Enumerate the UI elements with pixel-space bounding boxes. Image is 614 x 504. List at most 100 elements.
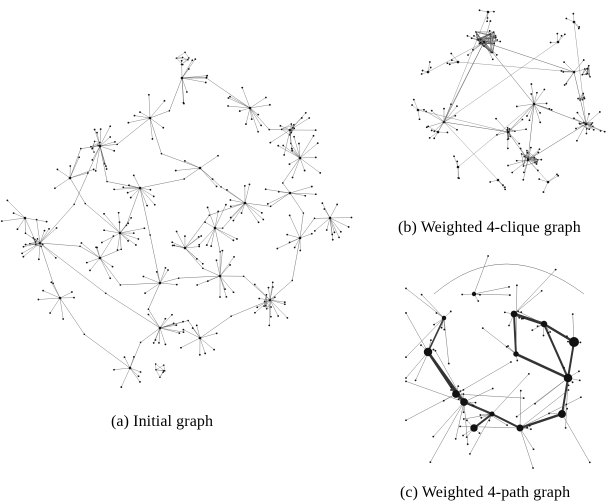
graph-node <box>288 134 291 136</box>
graph-edge <box>573 118 587 125</box>
graph-node <box>182 320 184 323</box>
graph-edge <box>585 123 605 132</box>
graph-edge <box>299 135 314 159</box>
graph-node <box>68 176 72 180</box>
graph-edge <box>17 217 26 230</box>
graph-edge <box>527 152 539 161</box>
graph-node <box>175 283 178 286</box>
graph-edge <box>39 204 75 244</box>
graph-node <box>578 379 581 382</box>
graph-node <box>491 51 494 54</box>
graph-node <box>586 67 589 70</box>
graph-node <box>137 375 140 378</box>
graph-edge <box>119 222 121 234</box>
graph-node <box>147 313 150 316</box>
graph-node <box>299 249 302 252</box>
graph-edge <box>229 96 251 109</box>
graph-node <box>89 269 91 272</box>
graph-edge <box>434 121 445 139</box>
graph-edge <box>270 129 291 143</box>
graph-edge <box>149 117 153 139</box>
graph-node <box>162 371 164 374</box>
graph-edge <box>231 299 271 317</box>
graph-edge <box>507 159 529 166</box>
graph-edge <box>249 107 252 120</box>
graph-edge <box>199 155 219 169</box>
graph-edge <box>515 352 569 380</box>
graph-edge <box>523 152 528 167</box>
graph-node <box>520 311 523 314</box>
graph-node <box>505 345 508 348</box>
graph-edge <box>547 174 558 183</box>
graph-edge <box>289 192 304 214</box>
weighted-4-clique-graph-diagram <box>398 2 608 194</box>
graph-node <box>478 42 481 45</box>
graph-edge <box>497 179 506 190</box>
graph-node <box>143 227 146 230</box>
graph-edge <box>463 388 493 403</box>
graph-node <box>167 269 169 271</box>
graph-node <box>450 59 453 62</box>
graph-node <box>80 147 82 150</box>
graph-node <box>549 331 552 333</box>
graph-node <box>456 160 459 163</box>
graph-node <box>146 204 149 207</box>
graph-node <box>69 165 72 167</box>
graph-node <box>162 126 165 129</box>
graph-edge <box>73 145 101 205</box>
graph-edge <box>23 242 41 257</box>
graph-edge <box>33 237 43 245</box>
graph-node <box>456 105 458 108</box>
graph-edge <box>206 227 216 246</box>
graph-edge <box>483 30 490 43</box>
graph-edge <box>426 111 445 123</box>
graph-edge <box>23 242 41 247</box>
graph-node <box>93 128 96 131</box>
graph-edge <box>37 238 43 245</box>
graph-node <box>302 212 305 214</box>
graph-edge <box>84 334 131 369</box>
graph-node <box>494 35 497 37</box>
graph-edge <box>134 115 151 119</box>
graph-edge <box>586 65 589 75</box>
graph-node <box>201 262 204 265</box>
graph-edge <box>582 65 589 75</box>
graph-node <box>292 126 294 129</box>
graph-node <box>405 312 407 314</box>
graph-edge <box>291 124 295 133</box>
graph-node <box>534 402 536 405</box>
graph-node <box>58 296 62 300</box>
graph-edge <box>49 297 61 314</box>
graph-edge <box>85 203 121 234</box>
graph-node <box>187 319 189 322</box>
graph-node <box>509 135 511 138</box>
weighted-4-path-graph-diagram <box>404 254 604 470</box>
graph-node <box>132 232 135 235</box>
graph-edge <box>184 215 210 249</box>
graph-edge <box>69 172 88 179</box>
graph-edge <box>292 157 301 178</box>
graph-edge <box>513 290 542 315</box>
graph-edge <box>292 150 301 159</box>
graph-node <box>48 227 50 230</box>
graph-node <box>293 123 295 126</box>
graph-edge <box>329 217 341 232</box>
graph-edge <box>249 97 266 109</box>
graph-node <box>268 128 271 131</box>
graph-node <box>425 126 428 129</box>
graph-edge <box>405 393 457 421</box>
graph-edge <box>172 242 186 249</box>
graph-edge <box>209 202 246 216</box>
graph-node <box>288 214 291 217</box>
graph-node <box>462 393 465 395</box>
graph-edge <box>159 277 179 284</box>
graph-node <box>84 202 87 205</box>
graph-edge <box>457 61 575 73</box>
graph-node <box>493 10 495 13</box>
graph-edge <box>433 263 585 295</box>
graph-node <box>248 106 252 110</box>
graph-edge <box>527 159 537 165</box>
graph-edge <box>29 241 36 244</box>
graph-node <box>217 210 220 213</box>
graph-edge <box>148 314 161 329</box>
